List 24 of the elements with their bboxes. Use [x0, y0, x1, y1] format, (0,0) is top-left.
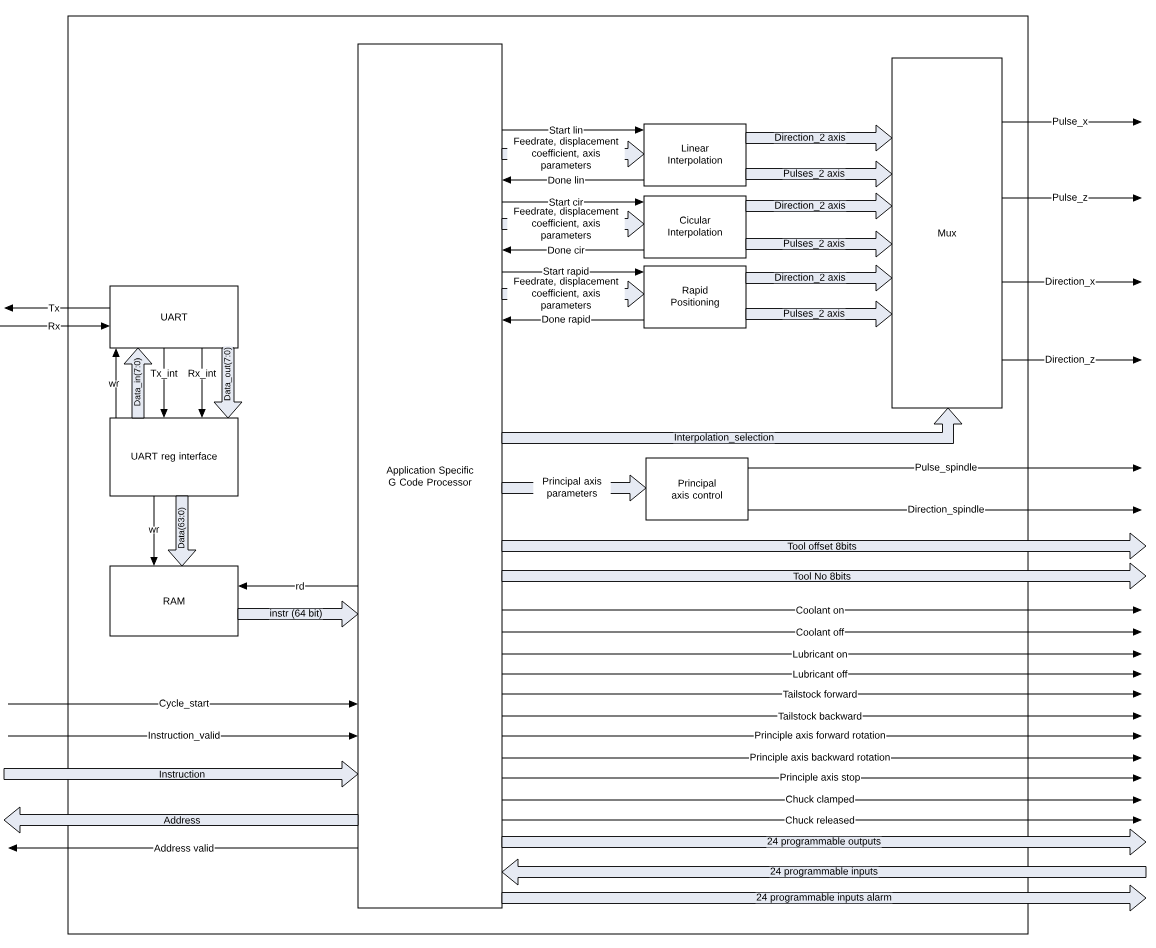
block-arrow	[501, 562, 1147, 590]
arrow	[502, 176, 645, 184]
arrow	[1001, 194, 1142, 202]
arrow	[501, 796, 1142, 804]
arrow	[238, 582, 359, 590]
arrow	[501, 816, 1142, 824]
arrow	[0, 322, 110, 330]
arrow	[501, 268, 644, 276]
arrow	[198, 347, 206, 418]
arrow	[501, 606, 1142, 614]
arrow	[4, 304, 111, 312]
arrow	[112, 348, 120, 419]
arrow	[502, 246, 645, 254]
block-arrow	[3, 806, 359, 834]
arrow	[160, 347, 168, 418]
block-arrow	[3, 760, 359, 788]
arrow	[501, 670, 1142, 678]
arrow	[501, 198, 644, 206]
arrow	[1001, 118, 1142, 126]
arrow	[501, 628, 1142, 636]
block-arrow	[501, 532, 1147, 560]
arrow	[501, 126, 644, 134]
arrow	[501, 650, 1142, 658]
arrow	[150, 495, 158, 566]
